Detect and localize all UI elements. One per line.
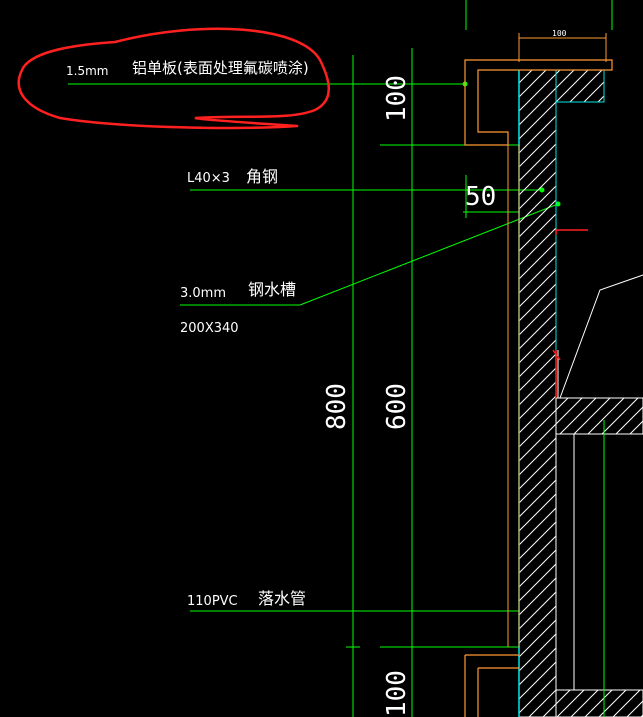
panel-spec-text: 1.5mm bbox=[66, 64, 108, 78]
dim-total-height: 800 bbox=[322, 383, 352, 430]
aluminum-panel-top bbox=[464, 59, 613, 146]
dim-middle-height: 600 bbox=[382, 383, 412, 430]
dim-top-width: 100 bbox=[552, 29, 567, 38]
angle-spec-text: L40×3 bbox=[187, 171, 230, 186]
floor-slab bbox=[555, 397, 643, 435]
dim-offset: 50 bbox=[465, 182, 496, 212]
leader-lines bbox=[68, 83, 559, 612]
aluminum-panel-bottom bbox=[464, 654, 519, 717]
gutter-spec-text: 3.0mm bbox=[180, 286, 226, 301]
dim-lower-height: 100 bbox=[382, 670, 412, 717]
angle-name-text: 角钢 bbox=[246, 167, 278, 186]
dimension-lines bbox=[346, 0, 613, 717]
aluminum-panel-strip bbox=[507, 145, 520, 647]
floor-slab-lower bbox=[555, 689, 643, 717]
gutter-name-text: 钢水槽 bbox=[248, 280, 296, 299]
downpipe-name-text: 落水管 bbox=[258, 589, 306, 608]
wall-section bbox=[518, 69, 557, 717]
gutter-size-text: 200X340 bbox=[180, 321, 239, 336]
red-highlight-circle bbox=[17, 27, 330, 130]
cap-section bbox=[555, 69, 605, 103]
downpipe-spec-text: 110PVC bbox=[187, 594, 238, 609]
gutter-red-mark bbox=[552, 229, 588, 398]
panel-name-text: 铝单板(表面处理氟碳喷涂) bbox=[132, 59, 309, 77]
leader-dot bbox=[555, 201, 561, 207]
steel-gutter bbox=[556, 229, 643, 399]
dim-upper-height: 100 bbox=[382, 75, 412, 122]
